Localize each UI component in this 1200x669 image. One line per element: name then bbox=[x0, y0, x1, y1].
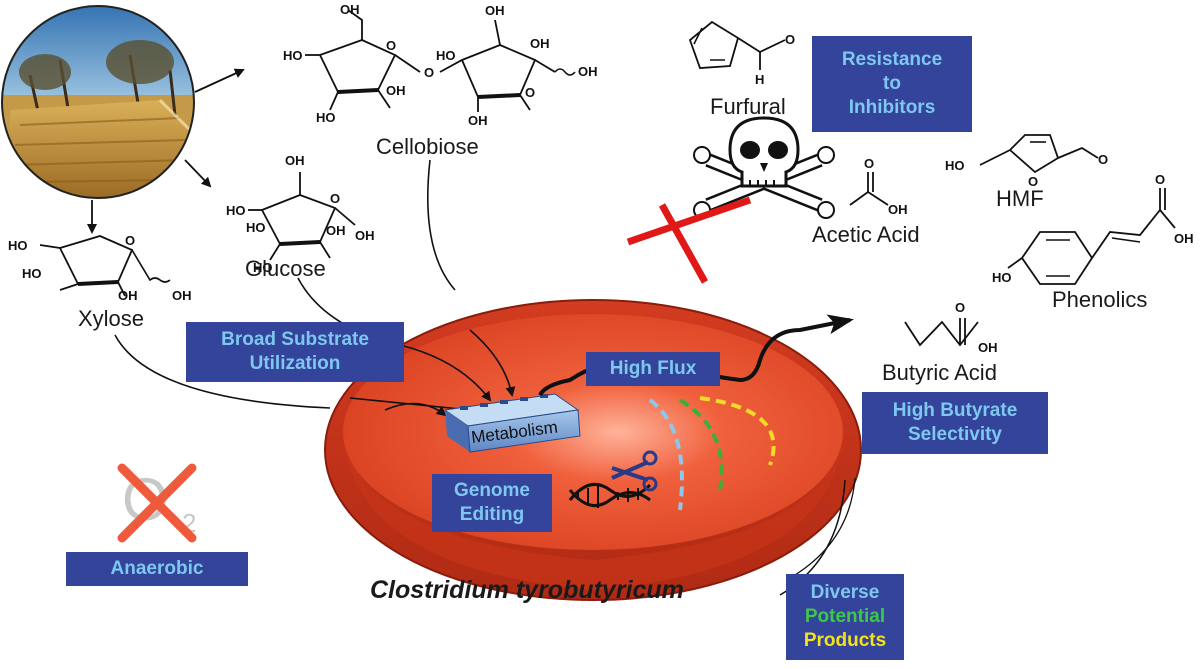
high-flux-label: High Flux bbox=[609, 358, 697, 379]
high-butyrate-box: High Butyrate Selectivity bbox=[862, 392, 1048, 454]
chem-atom: HO bbox=[8, 238, 28, 253]
chem-atom: HO bbox=[945, 158, 965, 173]
hmf-structure: HO O O bbox=[945, 134, 1108, 189]
potential-label: Potential bbox=[804, 606, 886, 627]
arrow-into-metabolism bbox=[469, 329, 516, 397]
chem-atom: OH bbox=[326, 223, 346, 238]
phenolics-label: Phenolics bbox=[1052, 287, 1148, 312]
resistance-line-2: to bbox=[883, 73, 901, 94]
chem-atom: O bbox=[386, 38, 396, 53]
chem-atom: OH bbox=[468, 113, 488, 128]
product-path-yellow bbox=[699, 396, 776, 466]
genome-line-2: Editing bbox=[459, 504, 525, 525]
chem-atom: OH bbox=[340, 2, 360, 17]
chem-atom: H bbox=[755, 72, 764, 87]
chem-atom: OH bbox=[530, 36, 550, 51]
chem-atom: OH bbox=[1174, 231, 1194, 246]
chem-atom: HO bbox=[316, 110, 336, 125]
arrow-to-cellobiose bbox=[194, 68, 245, 93]
furfural-label: Furfural bbox=[710, 94, 786, 119]
inhibition-symbol bbox=[626, 196, 752, 284]
anaerobic-label: Anaerobic bbox=[110, 558, 204, 579]
xylose-label: Xylose bbox=[78, 306, 145, 331]
chem-atom: HO bbox=[22, 266, 42, 281]
diverse-label: Diverse bbox=[810, 582, 880, 603]
chem-atom: HO bbox=[253, 260, 273, 275]
cellobiose-structure: OH HO HO OH O O HO OH OH OH O OH bbox=[283, 2, 598, 128]
hmf-label: HMF bbox=[996, 186, 1044, 211]
glucose-label: Glucose bbox=[245, 256, 326, 281]
no-oxygen-icon: O 2 bbox=[117, 463, 197, 543]
chem-atom: O bbox=[125, 233, 135, 248]
butyric-acid-structure: O OH bbox=[904, 300, 998, 355]
chem-atom: OH bbox=[578, 64, 598, 79]
hay-bale-photo bbox=[1, 5, 195, 199]
arrow-into-metabolism bbox=[399, 344, 492, 402]
chem-atom: OH bbox=[172, 288, 192, 303]
dna-scissors-icon bbox=[568, 450, 658, 508]
skull-crossbones-icon bbox=[693, 116, 835, 219]
bacterial-cell bbox=[324, 299, 862, 601]
broad-substrate-box: Broad Substrate Utilization bbox=[186, 322, 404, 382]
organism-name: Clostridium tyrobutyricum bbox=[370, 576, 684, 604]
chem-atom: O bbox=[424, 65, 434, 80]
chem-atom: O bbox=[785, 32, 795, 47]
arrow-to-glucose bbox=[184, 159, 212, 188]
chem-atom: OH bbox=[285, 153, 305, 168]
chem-atom: O bbox=[330, 191, 340, 206]
chem-atom: OH bbox=[386, 83, 406, 98]
chem-atom: OH bbox=[118, 288, 138, 303]
chem-atom: O bbox=[864, 156, 874, 171]
high-butyrate-line-2: Selectivity bbox=[908, 424, 1002, 445]
resistance-box: Resistance to Inhibitors bbox=[812, 36, 972, 132]
product-path-blue bbox=[648, 398, 684, 511]
chem-atom: O bbox=[1028, 174, 1038, 189]
chem-atom: OH bbox=[485, 3, 505, 18]
chem-atom: O bbox=[1155, 172, 1165, 187]
chem-atom: OH bbox=[978, 340, 998, 355]
chem-atom: HO bbox=[992, 270, 1012, 285]
cellobiose-label: Cellobiose bbox=[376, 134, 479, 159]
butyric-acid-label: Butyric Acid bbox=[882, 360, 997, 385]
furfural-structure: O H bbox=[688, 20, 795, 87]
xylose-structure: HO HO OH O OH bbox=[8, 233, 192, 303]
acetic-acid-label: Acetic Acid bbox=[812, 222, 920, 247]
chem-atom: O bbox=[955, 300, 965, 315]
chem-atom: HO bbox=[436, 48, 456, 63]
chem-atom: HO bbox=[246, 220, 266, 235]
chem-atom: O bbox=[1098, 152, 1108, 167]
chem-atom: HO bbox=[226, 203, 246, 218]
chem-atom: O bbox=[525, 85, 535, 100]
genome-editing-box: Genome Editing bbox=[432, 474, 552, 532]
diverse-products-box: Diverse Potential Products bbox=[786, 574, 904, 660]
phenolics-structure: HO O OH bbox=[992, 172, 1194, 285]
flow-xylose bbox=[114, 334, 331, 409]
genome-line-1: Genome bbox=[453, 480, 531, 501]
resistance-line-3: Inhibitors bbox=[848, 97, 936, 118]
broad-line-1: Broad Substrate bbox=[221, 329, 369, 350]
acetic-acid-structure: O OH bbox=[849, 156, 908, 217]
high-butyrate-line-1: High Butyrate bbox=[892, 400, 1018, 421]
high-flux-box: High Flux bbox=[586, 352, 720, 386]
products-label: Products bbox=[803, 630, 887, 651]
broad-line-2: Utilization bbox=[249, 353, 341, 374]
resistance-line-1: Resistance bbox=[841, 49, 943, 70]
chem-atom: OH bbox=[355, 228, 375, 243]
product-path-green bbox=[678, 398, 724, 491]
anaerobic-box: Anaerobic bbox=[66, 552, 248, 586]
chem-atom: OH bbox=[888, 202, 908, 217]
chem-atom: HO bbox=[283, 48, 303, 63]
flow-cellobiose bbox=[427, 159, 456, 291]
diverse-connector bbox=[794, 477, 856, 576]
glucose-structure: OH HO HO HO OH O OH bbox=[226, 153, 375, 275]
arrow-into-metabolism bbox=[384, 402, 447, 417]
